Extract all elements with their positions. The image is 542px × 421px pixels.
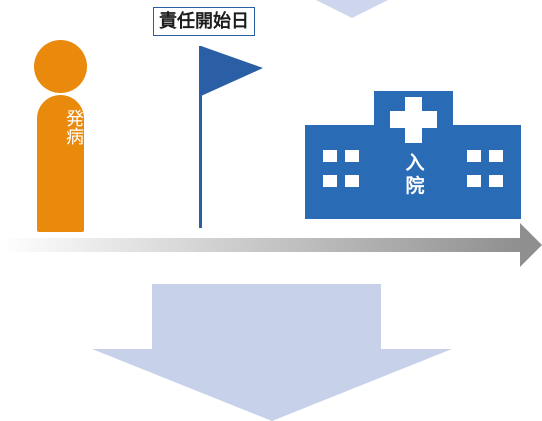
onset-label: 発 病 xyxy=(37,109,84,145)
down-arrow-icon xyxy=(92,284,452,421)
hospital-icon xyxy=(305,91,521,219)
responsibility-start-label: 責任開始日 xyxy=(153,7,255,36)
hospitalization-char-2: 院 xyxy=(405,175,425,197)
top-down-arrow-tip xyxy=(316,0,388,18)
person-body-icon xyxy=(37,95,84,232)
person-head-icon xyxy=(34,40,87,93)
onset-char-1: 発 xyxy=(63,109,84,127)
right-arrow-icon xyxy=(520,223,542,267)
flag-icon xyxy=(199,46,263,228)
hospitalization-label: 入 院 xyxy=(393,152,437,198)
timeline-arrow xyxy=(0,223,542,267)
onset-char-2: 病 xyxy=(63,127,84,145)
hospitalization-char-1: 入 xyxy=(405,152,425,174)
